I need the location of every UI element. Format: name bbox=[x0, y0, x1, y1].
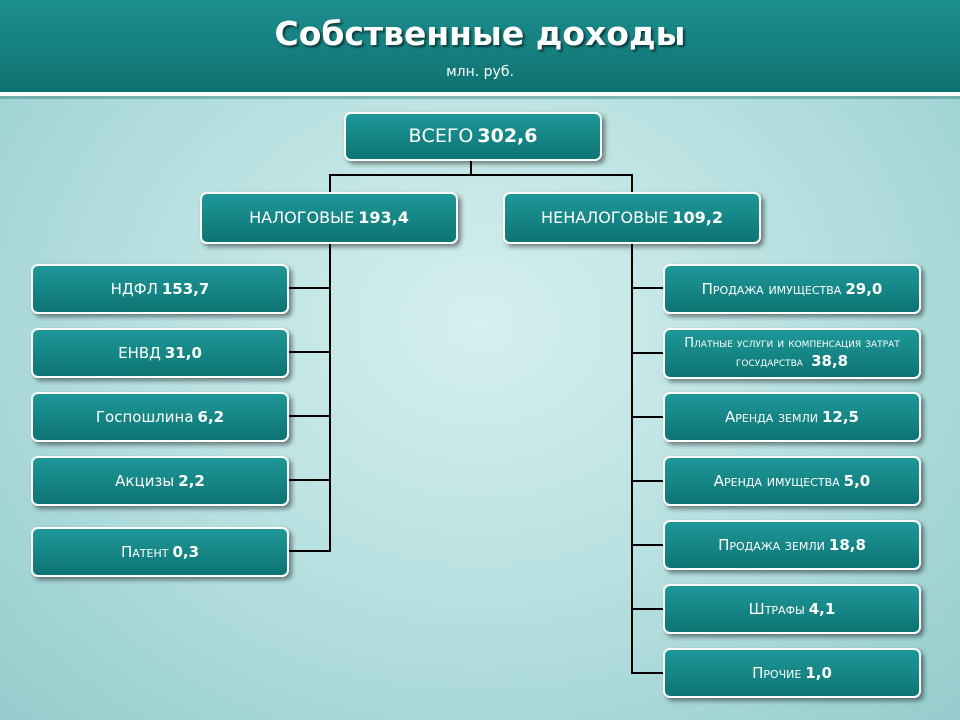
nontax-item-label: Продажа имущества bbox=[701, 279, 842, 298]
nontax-item-prodazha-imushchestva: Продажа имущества 29,0 bbox=[663, 264, 921, 314]
tax-label: НАЛОГОВЫЕ bbox=[249, 208, 355, 227]
tax-item-value: 6,2 bbox=[197, 407, 225, 426]
total-value: 302,6 bbox=[477, 124, 538, 147]
nontax-item-label: Прочие bbox=[752, 663, 802, 682]
nontax-item-arenda-zemli: Аренда земли 12,5 bbox=[663, 392, 921, 442]
connector-nontax-branch-6 bbox=[631, 608, 666, 610]
connector-tax-branch-5 bbox=[288, 550, 330, 552]
nontax-item-arenda-imushchestva: Аренда имущества 5,0 bbox=[663, 456, 921, 506]
tax-item-envd: ЕНВД 31,0 bbox=[31, 328, 289, 378]
tax-item-gosposhlina: Госпошлина 6,2 bbox=[31, 392, 289, 442]
header-bar bbox=[0, 0, 960, 92]
nontax-item-value: 4,1 bbox=[808, 599, 836, 618]
connector-tax-branch-1 bbox=[288, 287, 330, 289]
nontax-item-label: Аренда земли bbox=[724, 407, 818, 426]
nontax-item-prochie: Прочие 1,0 bbox=[663, 648, 921, 698]
nontax-item-prodazha-zemli: Продажа земли 18,8 bbox=[663, 520, 921, 570]
tax-item-label: Госпошлина bbox=[95, 407, 194, 426]
tax-item-label: ЕНВД bbox=[118, 343, 161, 362]
tax-item-patent: Патент 0,3 bbox=[31, 527, 289, 577]
nontax-item-value: 29,0 bbox=[845, 279, 883, 298]
nontax-item-value: 1,0 bbox=[805, 663, 832, 682]
connector-nontax-branch-2 bbox=[631, 352, 666, 354]
nontax-box: НЕНАЛОГОВЫЕ 109,2 bbox=[503, 192, 761, 244]
total-box: ВСЕГО 302,6 bbox=[344, 112, 602, 161]
nontax-item-label: Платные услуги и компенсация затрат госу… bbox=[684, 335, 900, 370]
connector-nontax-branch-4 bbox=[631, 480, 666, 482]
connector-nontax-branch-1 bbox=[631, 287, 666, 289]
connector-nontax-branch-7 bbox=[631, 672, 666, 674]
nontax-label: НЕНАЛОГОВЫЕ bbox=[541, 208, 669, 227]
total-label: ВСЕГО bbox=[408, 124, 474, 147]
nontax-item-label: Аренда имущества bbox=[713, 471, 840, 490]
nontax-item-value: 38,8 bbox=[811, 352, 849, 370]
connector-tax-up bbox=[329, 174, 331, 192]
connector-top-horizontal bbox=[329, 174, 633, 176]
connector-tax-branch-4 bbox=[288, 479, 330, 481]
connector-nontax-up bbox=[631, 174, 633, 192]
connector-tax-trunk bbox=[329, 243, 331, 552]
nontax-item-label: Продажа земли bbox=[718, 535, 825, 554]
page-title: Собственные доходы bbox=[274, 14, 686, 53]
connector-nontax-trunk bbox=[631, 243, 633, 674]
nontax-item-shtrafy: Штрафы 4,1 bbox=[663, 584, 921, 634]
tax-item-value: 2,2 bbox=[178, 471, 205, 490]
tax-item-label: Патент bbox=[120, 542, 169, 561]
tax-item-label: Акцизы bbox=[115, 471, 175, 490]
nontax-item-platnye-uslugi: Платные услуги и компенсация затрат госу… bbox=[663, 328, 921, 379]
tax-box: НАЛОГОВЫЕ 193,4 bbox=[200, 192, 458, 244]
nontax-item-value: 12,5 bbox=[821, 407, 859, 426]
nontax-item-value: 5,0 bbox=[843, 471, 871, 490]
header-divider bbox=[0, 92, 960, 96]
nontax-item-label: Штрафы bbox=[748, 599, 805, 618]
header-divider-shadow bbox=[0, 96, 960, 99]
connector-tax-branch-2 bbox=[288, 351, 330, 353]
tax-item-ndfl: НДФЛ 153,7 bbox=[31, 264, 289, 314]
nontax-item-value: 18,8 bbox=[828, 535, 866, 554]
connector-nontax-branch-3 bbox=[631, 416, 666, 418]
tax-item-label: НДФЛ bbox=[110, 279, 158, 298]
tax-item-aktsizy: Акцизы 2,2 bbox=[31, 456, 289, 506]
tax-value: 193,4 bbox=[358, 208, 409, 227]
nontax-value: 109,2 bbox=[672, 208, 723, 227]
tax-item-value: 31,0 bbox=[164, 343, 202, 362]
connector-total-down bbox=[470, 159, 472, 175]
tax-item-value: 153,7 bbox=[161, 279, 210, 298]
connector-tax-branch-3 bbox=[288, 415, 330, 417]
connector-nontax-branch-5 bbox=[631, 544, 666, 546]
page-subtitle: млн. руб. bbox=[446, 64, 514, 80]
tax-item-value: 0,3 bbox=[172, 542, 200, 561]
